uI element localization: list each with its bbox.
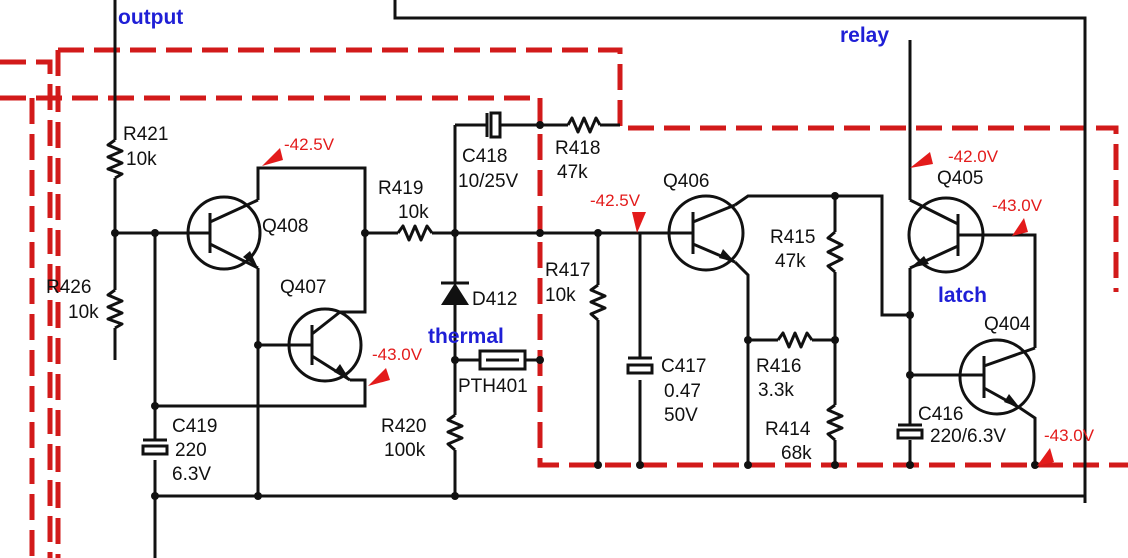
transistor-q404-symbol: [958, 338, 1036, 416]
junction-dots: [111, 121, 1039, 500]
wiring: [113, 0, 1087, 558]
transistor-q406-symbol: [667, 194, 745, 272]
label-r414-value: 68k: [781, 443, 812, 464]
annotation-relay: relay: [840, 24, 889, 47]
diode-d412-symbol: [441, 281, 469, 305]
voltage-q405-collector: -42.0V: [948, 147, 999, 166]
label-q407: Q407: [280, 277, 326, 298]
label-r418-ref: R418: [555, 138, 600, 159]
label-q406: Q406: [663, 171, 709, 192]
capacitor-c419-symbol: [141, 438, 169, 456]
label-c417-value1: 0.47: [664, 381, 701, 402]
resistor-r415-symbol: [826, 230, 844, 274]
label-r418-value: 47k: [557, 162, 588, 183]
label-r414-ref: R414: [765, 419, 811, 440]
voltage-q406-base: -42.5V: [590, 191, 641, 210]
label-q408: Q408: [262, 216, 308, 237]
label-c417-ref: C417: [661, 356, 706, 377]
label-c418-ref: C418: [462, 146, 507, 167]
voltage-q407-emitter: -43.0V: [372, 345, 423, 364]
label-r417-value: 10k: [545, 285, 576, 306]
annotation-output: output: [118, 6, 183, 29]
resistor-r426-symbol: [106, 288, 124, 330]
label-q405: Q405: [937, 168, 983, 189]
label-r421-value: 10k: [126, 149, 157, 170]
label-r415-ref: R415: [770, 227, 815, 248]
label-q404: Q404: [984, 314, 1031, 335]
label-c417-value2: 50V: [664, 405, 698, 426]
label-pth401: PTH401: [458, 376, 528, 397]
label-c416-ref: C416: [918, 404, 963, 425]
label-r416-value: 3.3k: [758, 380, 794, 401]
resistor-r418-symbol: [566, 116, 602, 134]
capacitor-c416-symbol: [896, 423, 924, 440]
annotation-thermal: thermal: [428, 325, 504, 348]
label-r415-value: 47k: [775, 251, 806, 272]
label-r420-ref: R420: [381, 416, 426, 437]
thermistor-pth401-symbol: [478, 349, 527, 371]
resistor-r421-symbol: [106, 138, 124, 180]
label-c419-value2: 6.3V: [172, 464, 211, 485]
resistor-r414-symbol: [826, 403, 844, 442]
label-r420-value: 100k: [384, 440, 426, 461]
wire-relay-top: [393, 0, 1087, 503]
capacitor-c418-symbol: [485, 111, 502, 139]
label-r419-value: 10k: [398, 202, 429, 223]
resistor-r419-symbol: [396, 224, 434, 242]
label-r419-ref: R419: [378, 178, 423, 199]
label-d412: D412: [472, 289, 517, 310]
label-r416-ref: R416: [756, 356, 801, 377]
capacitor-c417-symbol: [626, 356, 654, 375]
label-r421-ref: R421: [123, 124, 168, 145]
annotation-latch: latch: [938, 284, 987, 307]
highlight-path-output-rail: [58, 47, 1119, 292]
resistor-r417-symbol: [589, 283, 607, 322]
voltage-pointers: [262, 148, 1054, 466]
transistor-q408-symbol: [186, 195, 262, 271]
voltage-q405-emitter: -43.0V: [992, 196, 1043, 215]
label-c416-value: 220/6.3V: [930, 426, 1006, 447]
resistor-r416-symbol: [776, 331, 814, 349]
voltage-q404-emitter: -43.0V: [1044, 426, 1095, 445]
label-c419-value1: 220: [175, 440, 207, 461]
voltage-q408-collector: -42.5V: [284, 135, 335, 154]
transistor-q405-symbol: [907, 196, 985, 274]
highlight-path-top-left: [0, 59, 53, 558]
label-r417-ref: R417: [545, 260, 590, 281]
transistor-q407-symbol: [287, 307, 363, 383]
resistor-r420-symbol: [446, 413, 464, 452]
label-r426-ref: R426: [46, 277, 91, 298]
label-c419-ref: C419: [172, 416, 217, 437]
label-c418-value: 10/25V: [458, 171, 519, 192]
label-r426-value: 10k: [68, 302, 99, 323]
